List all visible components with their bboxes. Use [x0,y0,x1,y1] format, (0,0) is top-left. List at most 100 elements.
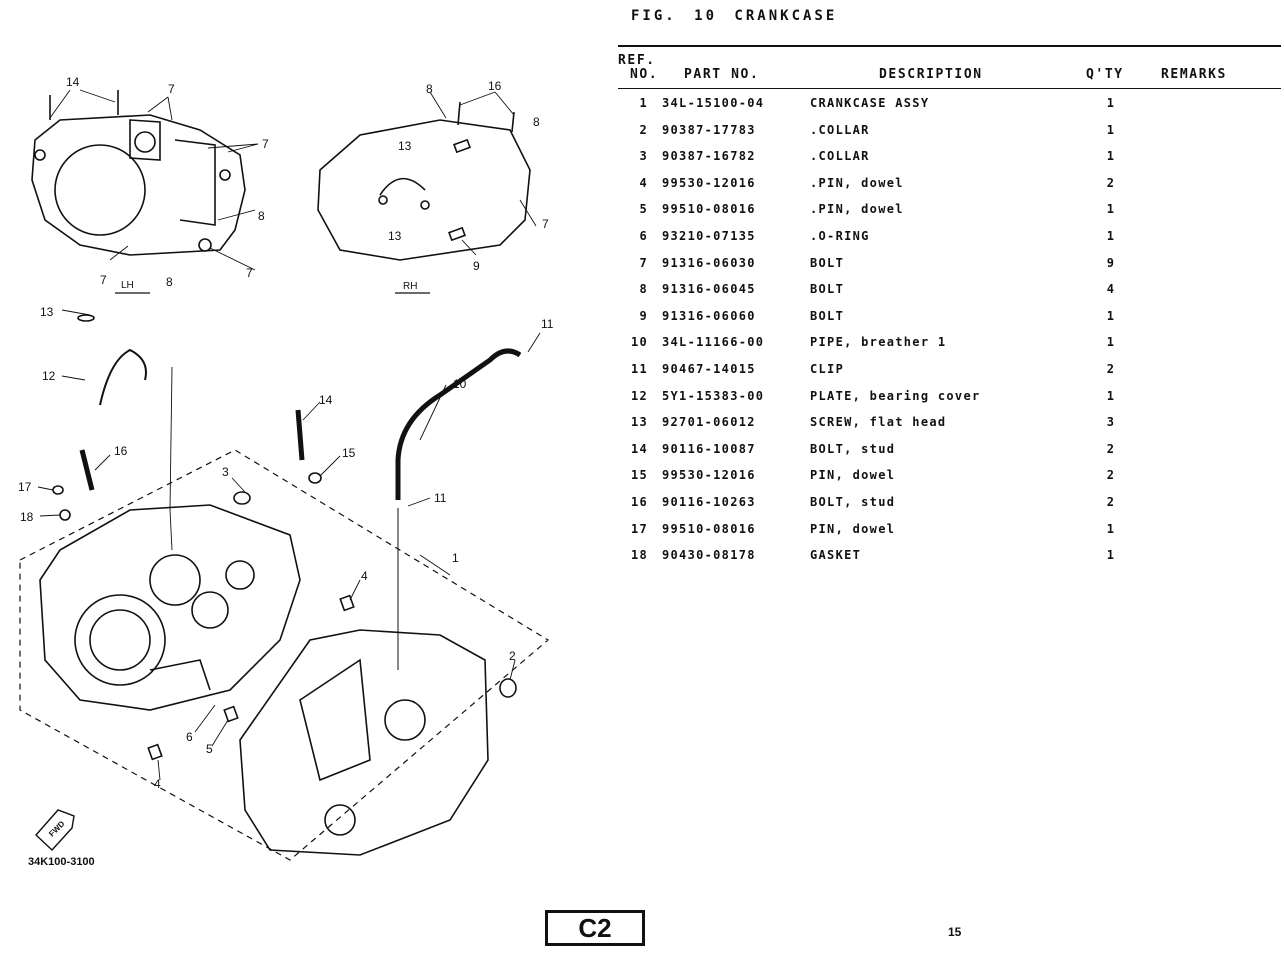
callout-9: 9 [473,259,480,273]
table-row: 13 92701-06012 SCREW, flat head 3 [618,415,1278,441]
exploded-diagram: 14 7 7 8 7 7 8 8 16 8 13 13 7 9 13 12 11… [0,60,600,880]
description-cell: .PIN, dowel [810,202,904,217]
qty-cell: 1 [1106,521,1116,536]
part-no-cell: 90116-10087 [662,441,756,456]
part-no-cell: 90467-14015 [662,362,756,376]
ref-cell: 6 [639,229,648,243]
ref-cell: 2 [639,122,648,137]
qty-cell: 1 [1106,229,1116,243]
part-no-cell: 92701-06012 [662,415,756,430]
col-ref-label-2: NO. [630,67,659,82]
callout-11-b: 11 [434,491,447,505]
part-no-cell: 91316-06060 [662,308,756,323]
ref-cell: 9 [639,308,648,323]
description-cell: GASKET [810,548,862,563]
part-no-cell: 5Y1-15383-00 [662,388,765,403]
callout-7-d: 7 [100,273,107,287]
description-cell: SCREW, flat head [810,415,947,430]
col-qty-header: Q'TY [1086,67,1124,82]
part-no-cell: 99530-12016 [662,468,756,483]
part-no-cell: 90387-17783 [662,122,756,137]
callout-6: 6 [186,730,193,744]
part-no-cell: 91316-06045 [662,282,756,297]
callout-2: 2 [509,649,516,663]
callout-17: 17 [18,480,32,494]
callout-16-lower: 16 [114,444,128,458]
callout-13-b: 13 [388,229,402,243]
ref-cell: 17 [630,521,648,536]
callout-8-c: 8 [426,82,433,96]
ref-cell: 3 [639,149,648,164]
callout-10: 10 [453,377,467,391]
part-no-cell: 34L-15100-04 [662,96,765,110]
lh-case-drawing [31,90,246,256]
ref-cell: 15 [630,468,648,483]
assembly-outline [19,449,550,861]
lh-label: LH [121,280,134,291]
callout-7-e: 7 [542,217,549,231]
part-no-cell: 90387-16782 [662,149,756,164]
part-no-cell: 99510-08016 [662,202,756,217]
qty-cell: 4 [1106,282,1116,297]
callout-11-a: 11 [541,317,554,331]
callout-13-c: 13 [40,305,54,319]
description-cell: BOLT [810,255,845,270]
callout-14-upper: 14 [66,75,80,89]
callout-3: 3 [222,465,229,479]
description-cell: .O-RING [810,229,870,243]
qty-cell: 2 [1106,362,1116,376]
qty-cell: 2 [1106,175,1116,190]
callout-7-a: 7 [168,82,175,96]
description-cell: BOLT, stud [810,441,896,456]
qty-cell: 1 [1106,96,1116,110]
qty-cell: 9 [1106,255,1116,270]
table-row: 11 90467-14015 CLIP 2 [618,362,1278,388]
ref-cell: 16 [630,495,648,509]
ref-cell: 18 [630,548,648,563]
figure-title: FIG. 10 CRANKCASE [631,8,838,24]
qty-cell: 2 [1106,441,1116,456]
section-stamp: C2 [545,910,645,946]
ref-cell: 11 [630,362,648,376]
callout-1: 1 [452,551,459,565]
qty-cell: 1 [1106,149,1116,164]
part-no-cell: 93210-07135 [662,229,756,243]
description-cell: PIPE, breather 1 [810,335,947,350]
rh-case-drawing [317,101,531,261]
part-no-cell: 99510-08016 [662,521,756,536]
qty-cell: 1 [1106,388,1116,403]
callout-18: 18 [20,510,34,524]
callout-12: 12 [42,369,56,383]
rh-label: RH [403,281,417,292]
col-description-header: DESCRIPTION [879,67,983,82]
fwd-arrow-shape [35,809,75,851]
qty-cell: 1 [1106,335,1116,350]
col-part-no-header: PART NO. [684,67,760,82]
col-remarks-header: REMARKS [1161,67,1227,82]
qty-cell: 2 [1106,495,1116,509]
ref-cell: 13 [630,415,648,430]
callout-14-lower: 14 [319,393,333,407]
description-cell: PIN, dowel [810,521,896,536]
diagram-code: 34K100-3100 [28,856,95,868]
part-no-cell: 90116-10263 [662,495,756,509]
callout-8-d: 8 [533,115,540,129]
description-cell: CLIP [810,362,845,376]
description-cell: PIN, dowel [810,468,896,483]
qty-cell: 1 [1106,308,1116,323]
qty-cell: 3 [1106,415,1116,430]
callout-8-a: 8 [258,209,265,223]
callout-13-a: 13 [398,139,412,153]
table-row: 17 99510-08016 PIN, dowel 1 [618,522,1278,548]
qty-cell: 1 [1106,202,1116,217]
